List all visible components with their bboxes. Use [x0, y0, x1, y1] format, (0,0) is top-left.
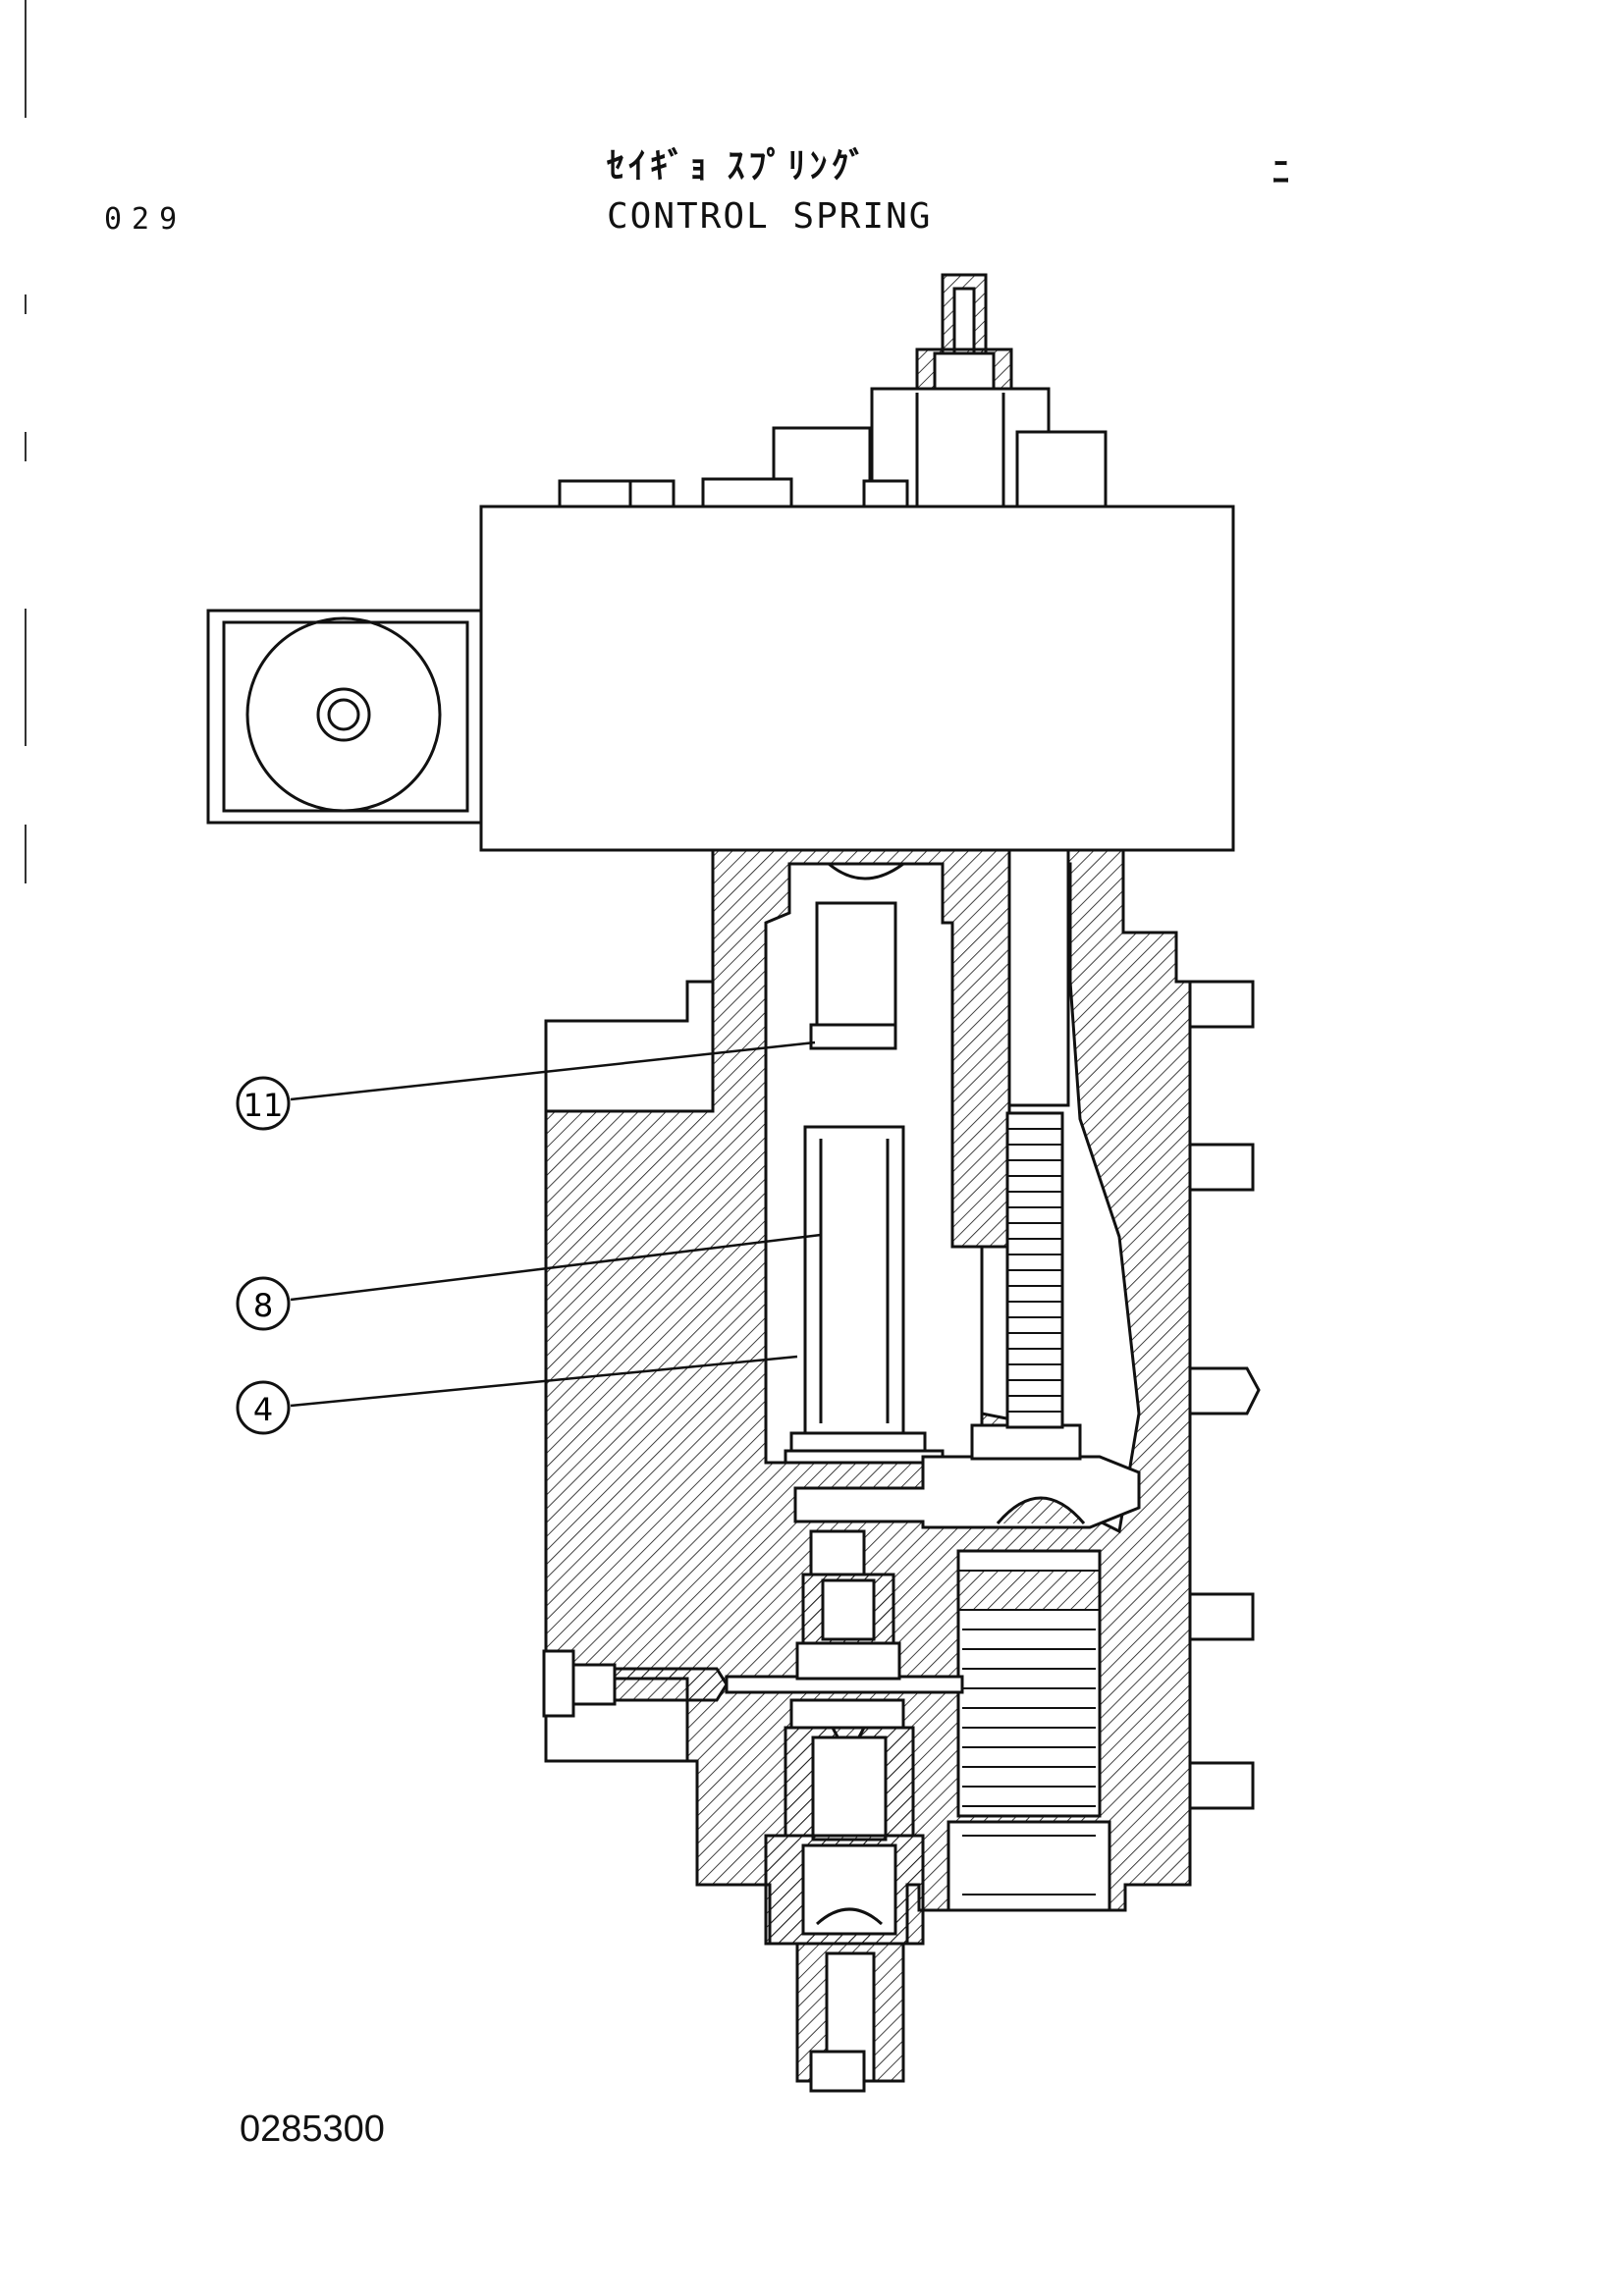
callout-11-label: 11 — [243, 1087, 284, 1124]
rack-gear — [1005, 1111, 1064, 1429]
lower-valve — [764, 1529, 925, 2093]
callout-8-label: 8 — [253, 1287, 273, 1324]
title-english: CONTROL SPRING — [607, 196, 933, 237]
title-japanese: ｾｲｷﾞｮ ｽﾌﾟﾘﾝｸﾞ — [607, 146, 871, 187]
callout-leaders — [290, 1041, 822, 1408]
top-fittings — [558, 273, 1108, 508]
upper-block — [479, 505, 1235, 852]
callout-11: 11 — [236, 1076, 291, 1131]
side-solenoid — [206, 609, 483, 825]
cross-bolt — [542, 1649, 964, 1718]
lever-plate — [793, 1423, 1141, 1529]
threaded-plug — [947, 1549, 1111, 1912]
callout-4: 4 — [236, 1380, 291, 1435]
callout-8: 8 — [236, 1276, 291, 1331]
page-number: 029 — [104, 202, 188, 237]
spring-assembly — [784, 862, 945, 1465]
reference-number: 0285300 — [240, 2109, 385, 2150]
corner-mark: ﾆ — [1272, 153, 1289, 192]
callout-4-label: 4 — [253, 1391, 273, 1428]
